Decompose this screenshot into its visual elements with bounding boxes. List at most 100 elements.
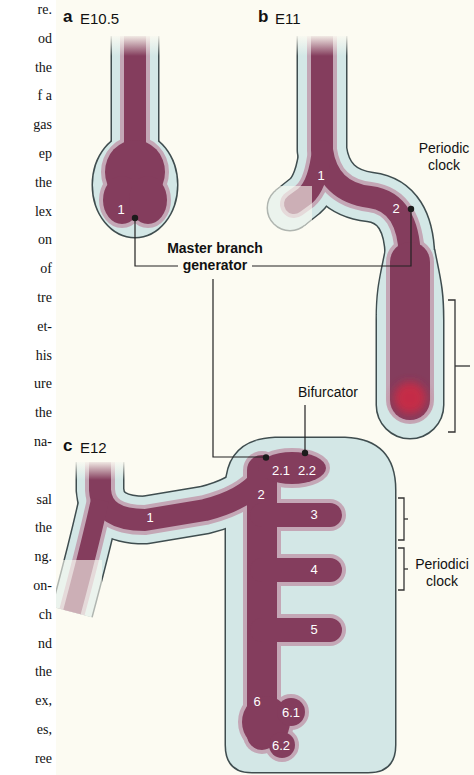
- label-holder: 2: [392, 202, 399, 216]
- stage-label: E10.5: [80, 10, 119, 27]
- text-fragment: the: [35, 664, 52, 679]
- text-fragment: lex: [35, 204, 52, 219]
- text-fragment: f a: [38, 88, 52, 103]
- bracket: [455, 365, 470, 366]
- branch-number: 6: [253, 694, 260, 709]
- epithelium: [129, 176, 167, 224]
- bracket: [448, 300, 455, 432]
- epithelium-halo: [129, 176, 167, 224]
- branch-number: 2: [392, 201, 399, 216]
- epithelium-halo: [269, 732, 295, 758]
- label-holder: 2.1: [272, 464, 290, 478]
- branch-number: 2: [257, 487, 264, 502]
- lobe-mesenchyme: [377, 250, 443, 438]
- branch-number: 1: [117, 202, 124, 217]
- label-holder: tre: [0, 290, 52, 306]
- bracket: [398, 548, 404, 590]
- label-holder: 1: [146, 511, 153, 525]
- lobe-mesenchyme: [226, 438, 395, 772]
- label-holder: 2.2: [298, 464, 316, 478]
- text-fragment: ch: [39, 607, 52, 622]
- label-holder: E11: [275, 10, 301, 28]
- label-holder: f a: [0, 88, 52, 104]
- label-holder: ex,: [0, 693, 52, 709]
- text-fragment: his: [36, 348, 52, 363]
- label-holder: et-: [0, 319, 52, 335]
- bracket: [398, 498, 404, 540]
- label-holder: Periodic clock: [416, 140, 472, 174]
- label-holder: Bifurcator: [298, 384, 358, 401]
- epithelium: [258, 452, 326, 484]
- branch-number: 2.2: [298, 463, 316, 478]
- label-holder: on-: [0, 578, 52, 594]
- text-fragment: the: [35, 175, 52, 190]
- epithelium-halo: [262, 554, 330, 586]
- branch-number: 1: [146, 510, 153, 525]
- fade: [70, 460, 130, 480]
- branch-number: 2.1: [272, 463, 290, 478]
- leader-dot: [132, 206, 414, 461]
- text-fragment: gas: [33, 117, 52, 132]
- label-holder: his: [0, 348, 52, 364]
- fade: [292, 34, 352, 56]
- label-holder: od: [0, 31, 52, 47]
- red-glow: [394, 382, 426, 414]
- text-fragment: ree: [35, 751, 52, 766]
- label-holder: 4: [310, 563, 317, 577]
- leader-dot: [132, 215, 138, 221]
- text-fragment: nd: [38, 636, 52, 651]
- label-holder: 6.2: [272, 739, 290, 753]
- text-fragment: re.: [38, 2, 52, 17]
- label-holder: 5: [310, 623, 317, 637]
- label-holder: b: [258, 7, 268, 27]
- epithelium-halo: [72, 36, 410, 758]
- label-holder: 3: [310, 508, 317, 522]
- epithelium: [277, 698, 305, 726]
- label-holder: 6: [253, 695, 260, 709]
- mesenchyme-outline: [72, 36, 443, 772]
- stage-label: E12: [80, 439, 107, 456]
- label-holder: Periodici clock: [412, 556, 472, 590]
- text-fragment: sal: [36, 492, 52, 507]
- leader-line: [213, 279, 263, 457]
- label-holder: nd: [0, 636, 52, 652]
- callout-label: Master branch generator: [167, 240, 263, 273]
- label-holder: of: [0, 261, 52, 277]
- leader-line: [135, 212, 411, 457]
- label-holder: 2: [257, 488, 264, 502]
- label-holder: ng.: [0, 549, 52, 565]
- bracket: [398, 300, 470, 590]
- branch-number: 5: [310, 622, 317, 637]
- text-fragment: on-: [33, 578, 52, 593]
- label-holder: sal: [0, 492, 52, 508]
- lobe-outline: [226, 438, 395, 772]
- leader-dot: [302, 450, 308, 456]
- leader-dot: [408, 206, 414, 212]
- label-holder: 1: [317, 169, 324, 183]
- label-holder: 1: [117, 203, 124, 217]
- epithelium: [262, 503, 330, 527]
- label-holder: the: [0, 60, 52, 76]
- mesenchyme: [72, 36, 443, 772]
- epithelium-halo: [262, 499, 330, 531]
- label-holder: ree: [0, 751, 52, 767]
- fade-patch: [56, 560, 102, 624]
- branch-number: 6.1: [282, 705, 300, 720]
- epithelium: [390, 262, 430, 400]
- bracket: [404, 568, 408, 569]
- epithelium: [262, 558, 330, 582]
- callout-label: Bifurcator: [298, 384, 358, 400]
- text-fragment: ep: [39, 146, 52, 161]
- label-holder: ch: [0, 607, 52, 623]
- label-holder: Master branch generator: [155, 240, 275, 274]
- label-holder: on: [0, 232, 52, 248]
- branch-number: 6.2: [272, 738, 290, 753]
- label-holder: es,: [0, 722, 52, 738]
- panel-letter: a: [63, 7, 72, 26]
- text-fragment: od: [38, 31, 52, 46]
- epithelium-halo: [386, 262, 434, 400]
- label-holder: the: [0, 405, 52, 421]
- label-holder: E10.5: [80, 10, 119, 28]
- callout-label: Periodic clock: [419, 140, 470, 173]
